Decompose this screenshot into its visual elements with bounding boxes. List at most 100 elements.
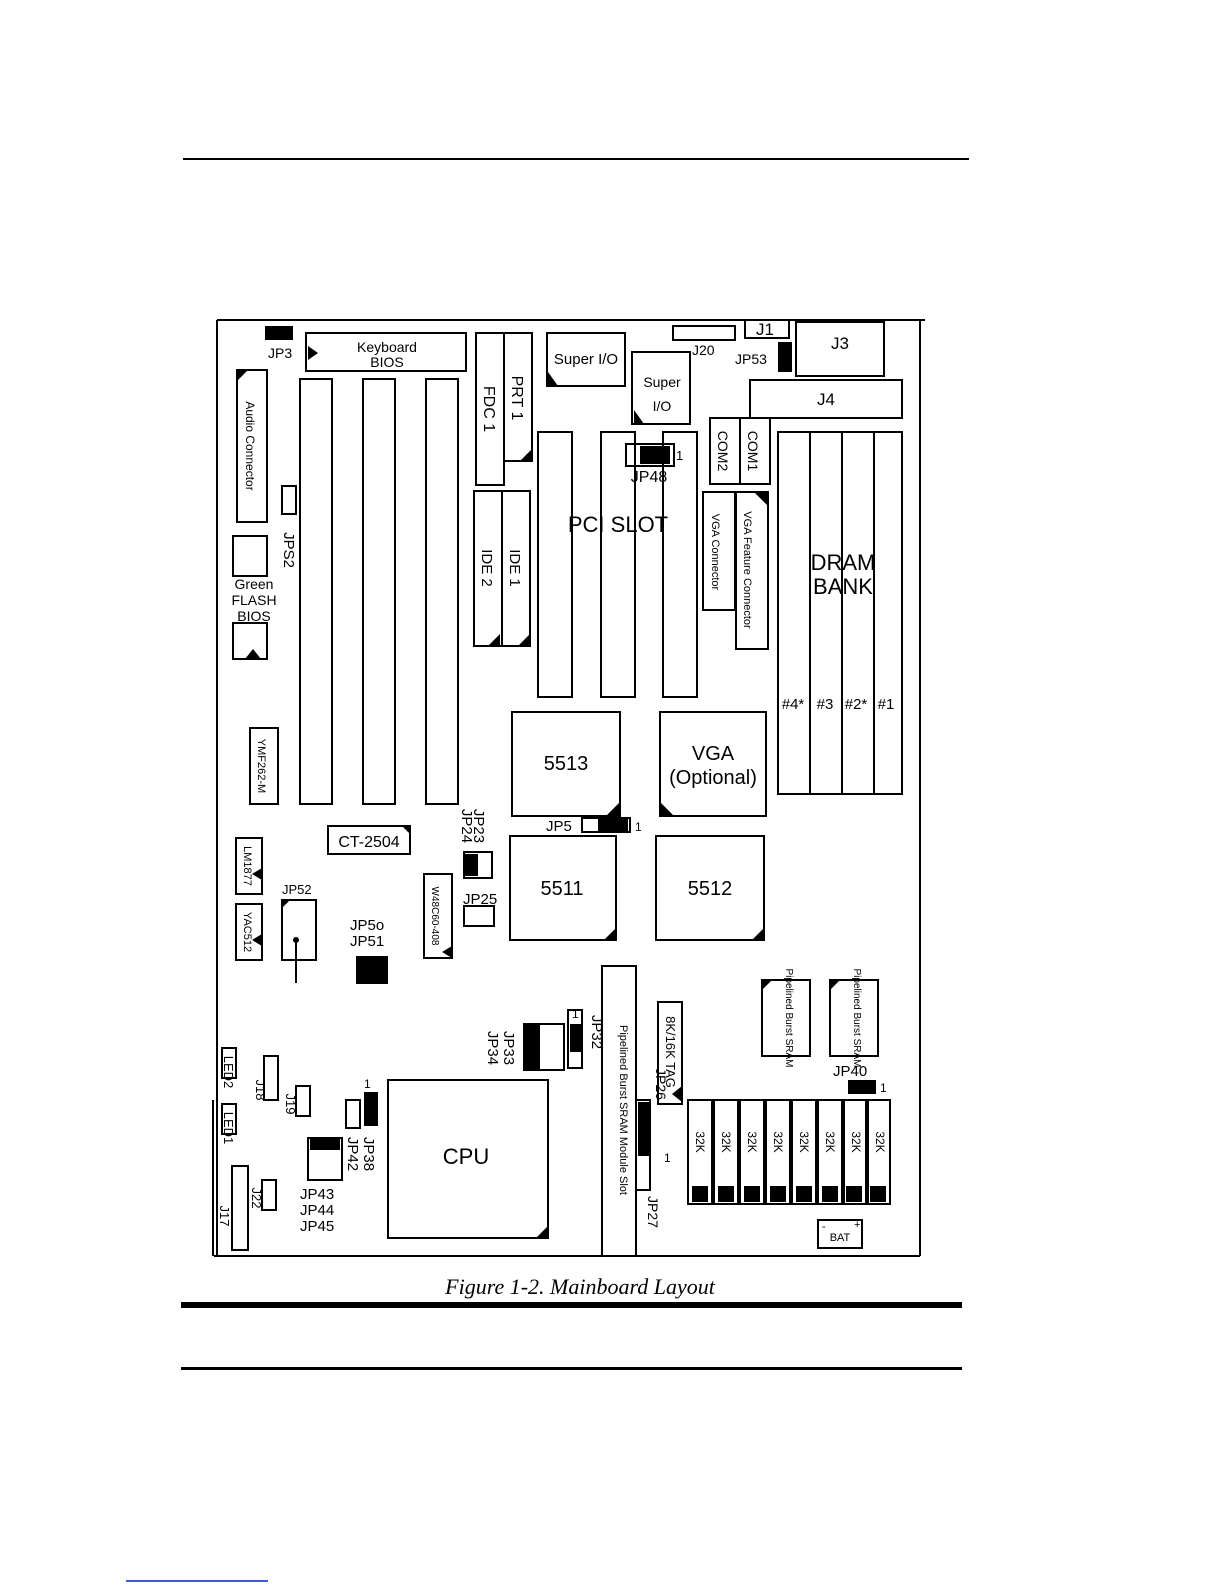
jp40-label: JP40 [833,1063,867,1080]
yac512-chip [235,903,263,961]
pci-slot-label: PCI SLOT [568,512,668,537]
flash-bios-label-1: Green [235,576,274,592]
ymf262-label: YMF262-M [255,739,267,793]
bat-minus-label: - [822,1221,826,1233]
j1-label: J1 [756,320,774,339]
pci-slot-2 [600,431,636,698]
jp27-label: JP27 [645,1196,661,1228]
jp26-jumper [638,1102,650,1156]
vga-chip-label-1: VGA [692,743,735,765]
jp48-label: JP48 [631,469,668,486]
vga-connector-label: VGA Connector [709,514,721,591]
jp5-pin1-label: 1 [635,820,642,834]
jp52-block [281,899,317,961]
battery [817,1219,863,1249]
dram-slot-1 [873,431,903,795]
w48c60-label: W48C60-408 [429,887,440,946]
sram-32k-label-3: 32K [745,1131,759,1152]
jp42-label: JP42 [344,1137,361,1171]
vga-feature-connector [735,491,769,650]
figure-caption: Figure 1-2. Mainboard Layout [445,1274,715,1299]
com2-label: COM2 [715,431,731,472]
flash-bios-label-3: BIOS [237,608,270,624]
jps2-label: JPS2 [280,532,297,568]
j4-label: J4 [817,390,835,409]
j22-label: J22 [249,1188,264,1209]
top-rule [183,158,969,160]
module-slot-label: Pipelined Burst SRAM Module Slot [617,1025,629,1195]
jp5-label: JP5 [546,818,572,835]
jp3-label: JP3 [268,345,292,361]
jp52-label: JP52 [282,882,312,897]
jp51-label: JP51 [350,933,384,950]
bank3-label: #3 [817,696,834,713]
jp23-label: JP23 [470,809,487,843]
pb-sram-2 [829,979,879,1057]
j20-header [672,325,736,341]
jp33-label: JP33 [500,1031,517,1065]
bottom-rule [181,1367,962,1370]
chip5513-label: 5513 [544,753,589,775]
super-io-label: Super I/O [554,351,618,368]
jp38-label: JP38 [360,1137,377,1171]
dram-slot-2 [841,431,875,795]
chip5512-label: 5512 [688,878,733,900]
bottom-link-underline [126,1580,268,1582]
sram-32k-label-6: 32K [823,1131,837,1152]
jp44-label: JP44 [300,1202,334,1219]
vga-chip-label-2: (Optional) [669,767,757,789]
sram-32k-label-5: 32K [797,1131,811,1152]
isa-slot-3 [425,378,459,805]
pb-sram-1 [761,979,811,1057]
lm1877-label: LM1877 [241,846,253,886]
jp25-label: JP25 [463,891,497,908]
jps2-jumper [281,485,297,515]
cpu-socket [387,1079,549,1239]
tag-chip [657,1001,683,1105]
yac512-label: YAC512 [241,912,253,952]
jp24-label: JP24 [458,809,475,843]
bank2-label: #2* [845,696,868,713]
j20-label: J20 [692,342,715,358]
bank-label: BANK [813,574,873,599]
com1-label: COM1 [745,431,761,472]
super-io-label-2a: Super [643,374,681,390]
chip-5512 [655,835,765,941]
super-io-label-2b: I/O [653,398,672,414]
bat-label: BAT [830,1232,851,1244]
j4-connector [749,379,903,419]
bat-plus-label: + [854,1219,860,1231]
sram-32k-label-7: 32K [849,1131,863,1152]
pb-sram-label-2: Pipelined Burst SRAM [851,969,862,1068]
led1-label: LED1 [221,1112,236,1145]
jp45-label: JP45 [300,1218,334,1235]
j3-label: J3 [831,334,849,353]
jp43-label: JP43 [300,1186,334,1203]
audio-connector [236,369,268,523]
bank1-label: #1 [878,696,895,713]
ct2504-label: CT-2504 [338,834,399,851]
chip5511-label: 5511 [540,878,583,900]
tag-label: 8K/16K TAG [663,1016,678,1088]
jp53-label: JP53 [735,351,767,367]
super-io-chip-2 [631,351,691,425]
ymf262-chip [249,727,279,805]
jp50-label: JP5o [350,917,384,934]
super-io-chip-1 [546,332,626,387]
com1-connector [739,417,771,485]
ide1-connector [501,490,531,647]
ide1-label: IDE 1 [506,549,523,587]
jp3-jumper [265,326,293,340]
ide2-label: IDE 2 [478,549,495,587]
jp34-label: JP34 [484,1031,501,1065]
audio-connector-label: Audio Connector [243,401,257,490]
keyboard-bios-label-1: Keyboard [357,339,417,355]
w48c60-chip [423,873,453,959]
jp26-pin1-label: 1 [664,1151,671,1165]
prt1-label: PRT 1 [508,376,525,421]
jp5-jumper [598,819,628,831]
keyboard-bios-chip [305,332,467,372]
isa-slot-2 [362,378,396,805]
vga-chip [659,711,767,817]
